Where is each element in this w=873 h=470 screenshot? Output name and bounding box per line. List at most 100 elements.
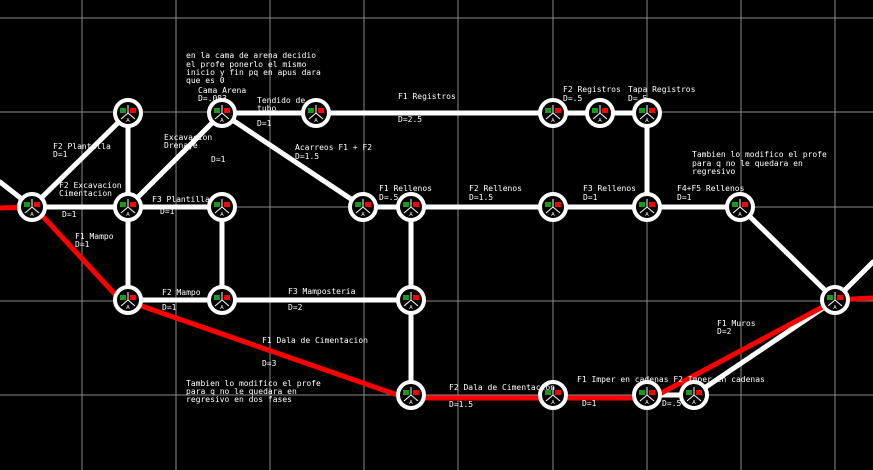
node-divider xyxy=(545,206,554,214)
node-label: A xyxy=(220,212,224,218)
node-divider xyxy=(552,394,561,402)
node-start-marker xyxy=(592,108,598,113)
node-start-marker xyxy=(545,390,551,395)
node-start-marker xyxy=(403,295,409,300)
node-label: A xyxy=(738,212,742,218)
node-divider xyxy=(214,206,223,214)
activity-node: A xyxy=(113,285,143,315)
node-label: A xyxy=(598,118,602,124)
activity-node: A xyxy=(207,285,237,315)
node-label: A xyxy=(409,400,413,406)
node-divider xyxy=(221,299,230,307)
node-end-marker xyxy=(555,202,561,207)
node-end-marker xyxy=(413,202,419,207)
activity-node: A xyxy=(396,192,426,222)
node-divider xyxy=(127,299,136,307)
node-start-marker xyxy=(214,295,220,300)
node-start-marker xyxy=(120,202,126,207)
node-divider xyxy=(120,112,129,120)
critical-edge xyxy=(132,300,407,401)
node-divider xyxy=(545,394,554,402)
node-label: A xyxy=(551,400,555,406)
node-divider xyxy=(646,206,655,214)
node-end-marker xyxy=(224,202,230,207)
node-divider xyxy=(214,299,223,307)
node-start-marker xyxy=(732,202,738,207)
activity-node: A xyxy=(632,192,662,222)
node-end-marker xyxy=(413,390,419,395)
node-start-marker xyxy=(355,202,361,207)
node-label: A xyxy=(30,212,34,218)
node-divider xyxy=(403,206,412,214)
activity-node: A xyxy=(113,98,143,128)
node-start-marker xyxy=(120,108,126,113)
activity-node: A xyxy=(17,192,47,222)
node-divider xyxy=(834,299,843,307)
node-divider xyxy=(403,394,412,402)
node-label: A xyxy=(551,118,555,124)
node-divider xyxy=(639,394,648,402)
activity-node: A xyxy=(679,380,709,410)
critical-edge xyxy=(650,300,832,401)
node-end-marker xyxy=(742,202,748,207)
activity-node: A xyxy=(396,380,426,410)
activity-node: A xyxy=(538,380,568,410)
node-divider xyxy=(308,112,317,120)
activity-node: A xyxy=(538,192,568,222)
node-divider xyxy=(214,112,223,120)
node-start-marker xyxy=(639,202,645,207)
node-label: A xyxy=(126,118,130,124)
edge xyxy=(219,110,366,210)
node-label: A xyxy=(833,305,837,311)
node-end-marker xyxy=(224,295,230,300)
node-start-marker xyxy=(639,390,645,395)
node-divider xyxy=(592,112,601,120)
node-divider xyxy=(315,112,324,120)
node-divider xyxy=(599,112,608,120)
node-start-marker xyxy=(214,108,220,113)
node-start-marker xyxy=(545,108,551,113)
node-label: A xyxy=(126,212,130,218)
node-end-marker xyxy=(837,295,843,300)
node-label: A xyxy=(692,400,696,406)
node-end-marker xyxy=(413,295,419,300)
node-start-marker xyxy=(24,202,30,207)
node-start-marker xyxy=(639,108,645,113)
node-label: A xyxy=(314,118,318,124)
node-divider xyxy=(221,206,230,214)
activity-node: A xyxy=(632,98,662,128)
node-end-marker xyxy=(224,108,230,113)
activity-node: A xyxy=(207,192,237,222)
node-label: A xyxy=(409,305,413,311)
node-divider xyxy=(31,206,40,214)
node-start-marker xyxy=(686,390,692,395)
activity-node: A xyxy=(632,380,662,410)
critical-edge xyxy=(35,208,125,305)
node-divider xyxy=(410,394,419,402)
node-start-marker xyxy=(308,108,314,113)
node-label: A xyxy=(409,212,413,218)
node-end-marker xyxy=(696,390,702,395)
node-label: A xyxy=(126,305,130,311)
node-end-marker xyxy=(602,108,608,113)
activity-node: A xyxy=(396,285,426,315)
node-end-marker xyxy=(130,108,136,113)
